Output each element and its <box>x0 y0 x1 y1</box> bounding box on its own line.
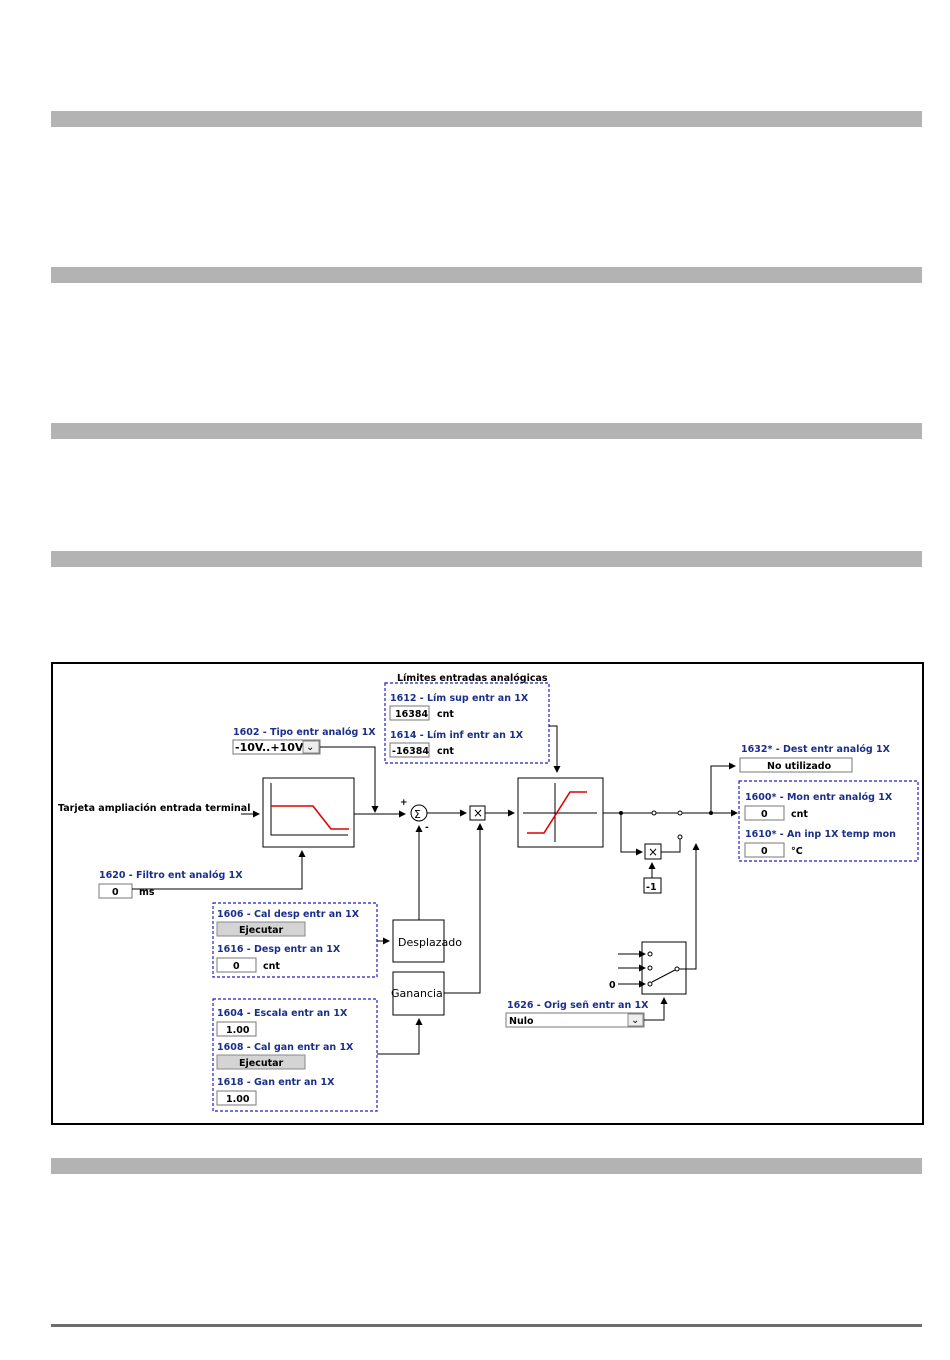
offset-group-box <box>212 902 378 978</box>
param-1620-field[interactable] <box>98 883 133 899</box>
param-1612-field[interactable] <box>389 705 430 721</box>
param-1620-label: 1620 - Filtro ent analóg 1X <box>99 870 243 881</box>
source-switch-arm <box>651 969 676 983</box>
param-1604-label: 1604 - Escala entr an 1X <box>217 1008 348 1019</box>
param-1616-value: 0 <box>233 961 240 972</box>
param-1614-value: -16384 <box>392 746 429 757</box>
limiter-block-axes <box>523 783 597 842</box>
param-1626-dropdown-button[interactable] <box>627 1013 644 1027</box>
param-1606-execute-label: Ejecutar <box>239 925 284 936</box>
limits-title: Límites entradas analógicas <box>397 673 548 684</box>
param-1606-label: 1606 - Cal desp entr an 1X <box>217 909 360 920</box>
param-1604-value: 1.00 <box>226 1025 250 1036</box>
chevron-down-icon: ⌄ <box>306 742 314 753</box>
filter-block-axes <box>270 783 348 836</box>
chevron-down-icon: ⌄ <box>631 1015 639 1026</box>
param-1610-unit: °C <box>791 846 803 857</box>
footer-rule <box>51 1324 922 1327</box>
param-1618-value: 1.00 <box>226 1094 250 1105</box>
param-1632-field[interactable] <box>739 757 853 773</box>
gain-block <box>392 971 445 1016</box>
param-1618-label: 1618 - Gan entr an 1X <box>217 1077 335 1088</box>
param-1620-value: 0 <box>112 887 119 898</box>
param-1612-unit: cnt <box>437 709 454 720</box>
sum-symbol: Σ <box>414 808 421 821</box>
offset-block <box>392 919 445 963</box>
filter-block <box>262 777 355 848</box>
param-1618-field[interactable] <box>216 1090 257 1106</box>
param-1610-label: 1610* - An inp 1X temp mon <box>745 829 896 840</box>
filter-curve <box>271 805 349 830</box>
param-1612-label: 1612 - Lím sup entr an 1X <box>390 693 529 704</box>
param-1604-field[interactable] <box>216 1021 257 1037</box>
param-1608-label: 1608 - Cal gan entr an 1X <box>217 1042 354 1053</box>
negate-constant: -1 <box>646 882 657 893</box>
diagram-frame <box>51 662 924 1125</box>
param-1620-unit: ms <box>139 887 155 898</box>
negation-multiply-icon: × <box>648 845 658 859</box>
offset-block-label: Desplazado <box>398 936 462 949</box>
param-1626-label: 1626 - Orig señ entr an 1X <box>507 1000 649 1011</box>
section-header-bar-4 <box>51 551 922 567</box>
sum-plus-sign: + <box>400 798 408 808</box>
section-header-bar-2 <box>51 267 922 283</box>
param-1608-execute-label: Ejecutar <box>239 1058 284 1069</box>
multiply-icon: × <box>473 806 483 820</box>
section-header-bar-1 <box>51 111 922 127</box>
param-1616-unit: cnt <box>263 961 280 972</box>
section-header-bar-3 <box>51 423 922 439</box>
param-1626-value: Nulo <box>509 1016 534 1027</box>
param-1600-unit: cnt <box>791 809 808 820</box>
source-switch-output-contact <box>674 966 680 972</box>
param-1602-dropdown-button[interactable] <box>302 740 320 754</box>
source-zero-input: 0 <box>609 980 616 991</box>
param-1614-unit: cnt <box>437 746 454 757</box>
param-1610-field <box>744 842 785 858</box>
param-1614-label: 1614 - Lím inf entr an 1X <box>390 730 524 741</box>
param-1614-field[interactable] <box>389 742 430 758</box>
gain-block-label: Ganancia <box>391 987 443 1000</box>
limiter-curve <box>527 791 587 834</box>
source-switch-contact-1 <box>647 951 653 957</box>
gain-group-box <box>212 998 378 1112</box>
param-1606-execute-button[interactable] <box>216 921 306 937</box>
section-header-bar-5 <box>51 1158 922 1174</box>
input-source-label: Tarjeta ampliación entrada terminal <box>58 803 250 814</box>
output-switch-contact-1 <box>651 810 657 816</box>
limits-group-box <box>384 682 550 764</box>
monitor-group-box <box>738 780 919 862</box>
param-1616-field[interactable] <box>216 957 257 973</box>
sum-minus-sign: - <box>425 823 429 833</box>
param-1632-value: No utilizado <box>767 761 832 772</box>
param-1602-label: 1602 - Tipo entr analóg 1X <box>233 727 376 738</box>
source-switch-contact-3 <box>647 981 653 987</box>
param-1600-field <box>744 805 785 821</box>
param-1616-label: 1616 - Desp entr an 1X <box>217 944 341 955</box>
param-1612-value: 16384 <box>395 709 428 720</box>
param-1600-value: 0 <box>761 809 768 820</box>
param-1632-label: 1632* - Dest entr analóg 1X <box>741 744 891 755</box>
output-switch-contact-2 <box>677 810 683 816</box>
output-switch-contact-3 <box>677 834 683 840</box>
param-1602-value: -10V..+10V <box>235 741 304 754</box>
source-switch-contact-2 <box>647 965 653 971</box>
analog-input-block-diagram: Límites entradas analógicas 1612 - Lím s… <box>51 662 924 1125</box>
param-1610-value: 0 <box>761 846 768 857</box>
param-1608-execute-button[interactable] <box>216 1054 306 1070</box>
param-1600-label: 1600* - Mon entr analóg 1X <box>745 792 893 803</box>
